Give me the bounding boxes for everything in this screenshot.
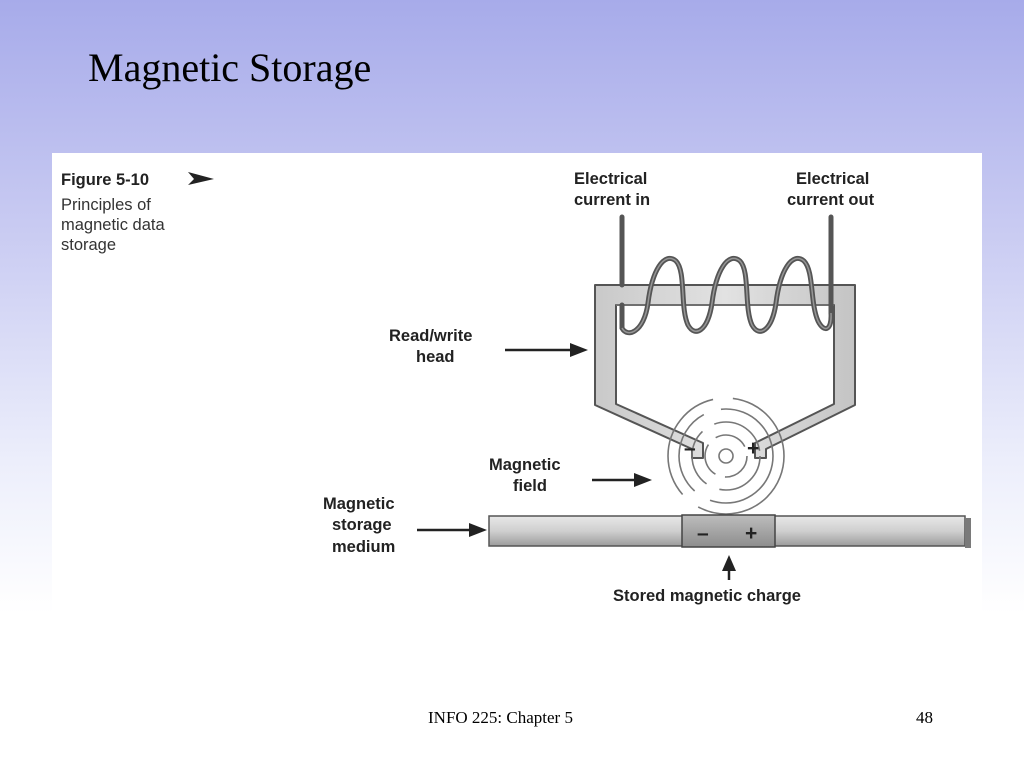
arrow-read-write-head — [505, 343, 588, 357]
coil-wire — [619, 214, 834, 336]
arrow-magnetic-field — [592, 473, 652, 487]
footer-page-number: 48 — [916, 708, 933, 727]
slide-title: Magnetic Storage — [88, 45, 372, 90]
footer-course: INFO 225: Chapter 5 — [428, 708, 573, 727]
label-current-out-1: Electrical — [796, 170, 869, 188]
label-stored-charge: Stored magnetic charge — [613, 587, 801, 605]
label-magnetic-field-2: field — [513, 477, 547, 495]
figure-caption-line-3: storage — [61, 236, 116, 254]
label-magnetic-field-1: Magnetic — [489, 456, 561, 474]
figure-arrow-icon — [188, 172, 214, 185]
label-storage-medium-1: Magnetic — [323, 495, 395, 513]
magnetic-field-rings — [667, 397, 785, 515]
figure-panel: Figure 5-10 Principles of magnetic data … — [52, 153, 982, 623]
label-storage-medium-2: storage — [332, 516, 392, 534]
arrow-stored-charge — [722, 555, 736, 580]
head-minus-sign: – — [684, 437, 696, 460]
label-current-in-2: current in — [574, 191, 650, 209]
medium-plus-sign: + — [745, 522, 757, 545]
label-current-out-2: current out — [787, 191, 875, 209]
arrow-storage-medium — [417, 523, 487, 537]
figure-caption-line-1: Principles of — [61, 196, 151, 214]
magnetic-storage-medium — [488, 514, 971, 548]
magnetic-storage-diagram: Figure 5-10 Principles of magnetic data … — [61, 170, 971, 605]
label-read-write-head-1: Read/write — [389, 327, 472, 345]
figure-caption-line-2: magnetic data — [61, 216, 165, 234]
medium-minus-sign: – — [697, 522, 709, 545]
figure-number: Figure 5-10 — [61, 171, 149, 189]
label-current-in-1: Electrical — [574, 170, 647, 188]
label-storage-medium-3: medium — [332, 538, 395, 556]
label-read-write-head-2: head — [416, 348, 455, 366]
head-plus-sign: + — [747, 437, 759, 460]
